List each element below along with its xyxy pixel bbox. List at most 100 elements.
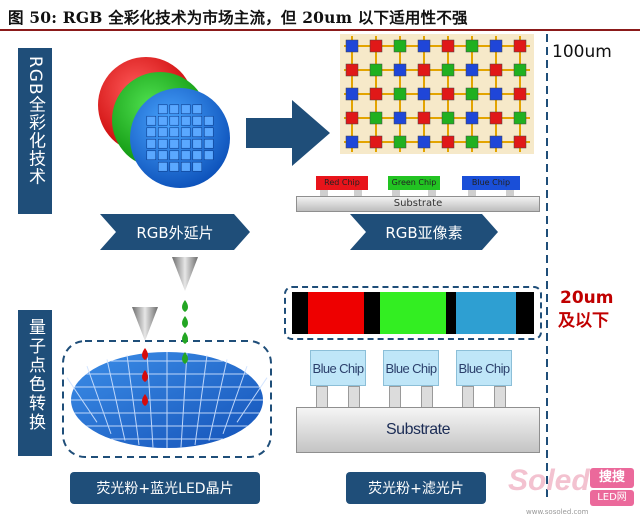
subpixel [489, 111, 503, 125]
wafer-die [169, 138, 180, 149]
wafer-die [180, 127, 191, 138]
side-label-qd-text: 量子点色转换 [25, 318, 45, 432]
rgb-chip-cross-section: Red Chip Green Chip Blue Chip Substrate [296, 176, 540, 214]
wafer-die [192, 138, 203, 149]
subpixel [465, 135, 479, 149]
subpixel [465, 87, 479, 101]
droplet [182, 300, 188, 312]
wafer-die [180, 115, 191, 126]
subpixel [417, 111, 431, 125]
subpixel [441, 87, 455, 101]
label-phosphor-blue-led: 荧光粉+蓝光LED晶片 [70, 472, 260, 504]
side-label-rgb-text: RGB全彩化技术 [25, 56, 45, 186]
wafer-die [157, 104, 168, 115]
side-label-rgb: RGB全彩化技术 [18, 48, 52, 214]
wafer-die [146, 127, 157, 138]
chip-leg [389, 386, 401, 408]
subpixel [441, 63, 455, 77]
chevron-rgb-subpixel-label: RGB亚像素 [385, 223, 463, 242]
wafer-die [157, 115, 168, 126]
wafer-die [203, 150, 214, 161]
subpixel [441, 135, 455, 149]
subpixel [417, 87, 431, 101]
subpixel [393, 87, 407, 101]
red-chip: Red Chip [316, 176, 368, 190]
chip-leg [506, 190, 514, 196]
quantum-dot-dispensers [132, 257, 198, 341]
substrate-bottom: Substrate [296, 407, 540, 453]
subpixel [393, 39, 407, 53]
subpixel [513, 87, 527, 101]
subpixel [417, 39, 431, 53]
drops-overlay [142, 300, 188, 406]
red-nozzle [132, 307, 158, 341]
subpixel [465, 111, 479, 125]
wafer-die [192, 127, 203, 138]
wafer-die [203, 127, 214, 138]
wafer-die [192, 104, 203, 115]
subpixel [369, 111, 383, 125]
droplet [142, 348, 148, 360]
subpixel [417, 63, 431, 77]
watermark-brand: Soled [508, 464, 590, 497]
wafer-die [203, 138, 214, 149]
droplet [142, 370, 148, 382]
wafer-die [169, 150, 180, 161]
wafer-die [180, 138, 191, 149]
subpixel [513, 63, 527, 77]
subpixel [513, 39, 527, 53]
rgb-pixel-array [340, 34, 534, 154]
figure-title: 图 50: RGB 全彩化技术为市场主流，但 20um 以下适用性不强 [8, 8, 468, 27]
droplet [182, 316, 188, 328]
wafer-die [192, 150, 203, 161]
subpixel [489, 135, 503, 149]
subpixel [465, 63, 479, 77]
label-phosphor-filter: 荧光粉+滤光片 [346, 472, 486, 504]
color-filter-frame [284, 286, 542, 340]
subpixel [345, 135, 359, 149]
wafer-die [169, 161, 180, 172]
chip-leg [320, 190, 328, 196]
subpixel [345, 39, 359, 53]
wafer-die [157, 127, 168, 138]
watermark-url: www.sosoled.com [526, 508, 589, 516]
subpixel [489, 87, 503, 101]
quantum-dot-wafer [62, 340, 272, 458]
wafer-die [169, 115, 180, 126]
subpixel [489, 39, 503, 53]
chevron-rgb-epitaxy: RGB外延片 [100, 214, 250, 250]
chip-leg [462, 386, 474, 408]
size-label-20um-below: 及以下 [558, 311, 609, 331]
subpixel [393, 135, 407, 149]
red-filter [308, 292, 364, 334]
subpixel [441, 39, 455, 53]
subpixel [489, 63, 503, 77]
wafer-die [180, 161, 191, 172]
subpixel [345, 63, 359, 77]
subpixel [345, 111, 359, 125]
wafer-die [157, 150, 168, 161]
watermark-cn: 搜搜 [590, 468, 634, 488]
blue-chip: Blue Chip [462, 176, 520, 190]
subpixel [417, 135, 431, 149]
chip-leg [428, 190, 436, 196]
subpixel [441, 111, 455, 125]
wafer-die [180, 104, 191, 115]
chip-leg [421, 386, 433, 408]
droplet [142, 394, 148, 406]
right-arrow-icon [246, 100, 330, 166]
subpixel [369, 135, 383, 149]
dashed-separator [546, 34, 548, 500]
wafer-die [192, 161, 203, 172]
green-chip: Green Chip [388, 176, 440, 190]
subpixel [513, 135, 527, 149]
wafer-die [203, 115, 214, 126]
subpixel [465, 39, 479, 53]
wafer-die [169, 127, 180, 138]
blue-chip-3: Blue Chip [456, 350, 512, 386]
chevron-rgb-epitaxy-label: RGB外延片 [136, 223, 214, 242]
chip-leg [494, 386, 506, 408]
wafer-die [180, 150, 191, 161]
subpixel [393, 63, 407, 77]
wafer-die [146, 150, 157, 161]
